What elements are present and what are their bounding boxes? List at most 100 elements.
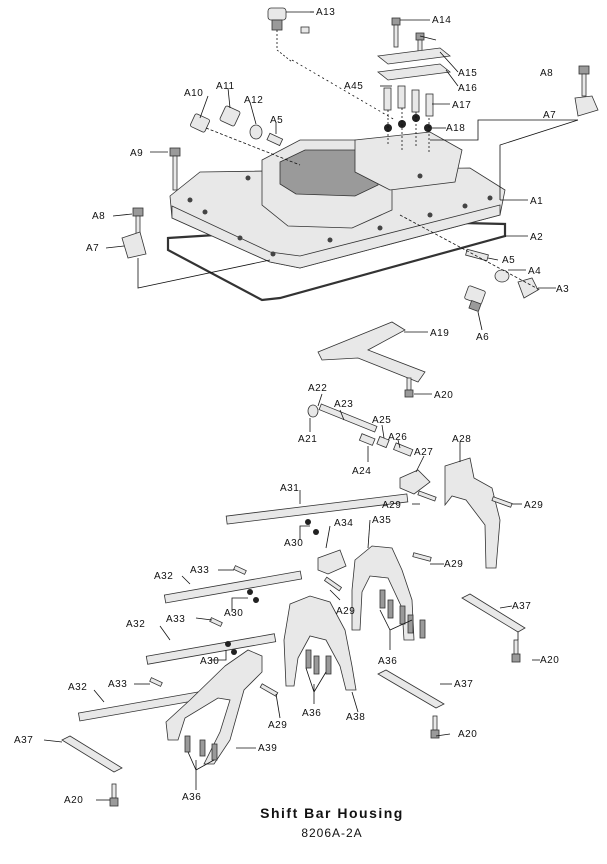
part-label: A20 [64,795,83,806]
plate-a15 [377,47,451,65]
fitting-a11 [219,105,241,127]
part-label: A8 [92,211,105,222]
pads-a36-3 [184,735,218,761]
rail-a32-1 [163,570,303,604]
part-label: A7 [543,110,556,121]
bolt-a20-mid [430,715,440,739]
centerlines-a18 [387,108,430,152]
pads-a36-2 [305,649,332,675]
part-label: A19 [430,328,449,339]
pin-a29-a38 [323,576,343,592]
springs-a17 [383,85,434,117]
part-label: A16 [458,83,477,94]
strap-a37-left [61,735,123,773]
bracket-a19 [317,321,426,383]
part-label: A14 [432,15,451,26]
part-label: A32 [154,571,173,582]
rail-a31 [225,493,409,525]
part-a26 [393,442,414,457]
part-label: A33 [108,679,127,690]
part-label: A30 [284,538,303,549]
part-label: A29 [268,720,287,731]
part-label: A28 [452,434,471,445]
part-a25 [376,435,390,449]
balls-a30 [225,519,319,655]
bracket-a7-right [574,95,599,117]
part-label: A30 [200,656,219,667]
part-label: A33 [166,614,185,625]
housing-a1-lower [171,204,501,269]
rail-a32-2 [145,633,277,665]
part-label: A39 [258,743,277,754]
diagram-title: Shift Bar Housing [260,805,404,821]
part-label: A18 [446,123,465,134]
snap-ring-a21 [307,404,319,418]
part-label: A11 [216,81,235,92]
part-label: A36 [182,792,201,803]
strap-a37-right [461,593,526,633]
part-label: A37 [454,679,473,690]
part-label: A5 [270,115,283,126]
part-label: A37 [14,735,33,746]
washer-a12 [249,124,263,140]
pin-a5-bottom [465,248,489,262]
part-label: A8 [540,68,553,79]
part-label: A20 [540,655,559,666]
part-label: A29 [444,559,463,570]
part-label: A38 [346,712,365,723]
plug-a3 [517,277,539,299]
pin-a29-a35 [412,552,432,562]
part-label: A45 [344,81,363,92]
part-label: A32 [126,619,145,630]
part-label: A6 [476,332,489,343]
bracket-a7-left [121,231,147,259]
bolt-a8-right [578,65,590,97]
switch-a10 [190,113,210,133]
part-label: A30 [224,608,243,619]
block-a34 [317,549,347,575]
bolt-a20-left [109,783,119,807]
plug-a13 [267,7,310,34]
part-label: A36 [302,708,321,719]
part-label: A5 [502,255,515,266]
part-label: A29 [382,500,401,511]
part-label: A15 [458,68,477,79]
part-label: A17 [452,100,471,111]
part-label: A20 [458,729,477,740]
part-labels: A13 A14 A8 A7 A15 A45 A16 A10 A11 A12 A1… [14,7,569,806]
housing-a1-window [279,149,379,197]
part-label: A12 [244,95,263,106]
part-label: A2 [530,232,543,243]
part-label: A32 [68,682,87,693]
diagram-code: 8206A-2A [301,826,362,840]
fork-a28 [444,457,501,569]
bolt-a8-left [132,207,144,239]
part-label: A33 [190,565,209,576]
strap-a37-mid [377,669,445,709]
block-a27 [399,469,431,495]
pads-a36-1 [379,589,426,639]
balls-a18 [384,114,432,132]
part-label: A27 [414,447,433,458]
part-label: A23 [334,399,353,410]
part-label: A22 [308,383,327,394]
housing-a1-detent-block [354,131,463,191]
part-label: A4 [528,266,541,277]
part-label: A31 [280,483,299,494]
part-label: A7 [86,243,99,254]
bolt-a9 [169,147,181,191]
part-label: A37 [512,601,531,612]
leader-bracket-left [137,258,271,289]
part-label: A35 [372,515,391,526]
part-label: A13 [316,7,335,18]
leader-lines [43,11,556,801]
pin-a29-a39 [259,683,279,697]
pin-a29-top [491,496,513,508]
part-label: A25 [372,415,391,426]
part-label: A9 [130,148,143,159]
switch-a6 [464,285,486,312]
fork-a39 [165,649,263,765]
fork-a38 [283,595,357,691]
